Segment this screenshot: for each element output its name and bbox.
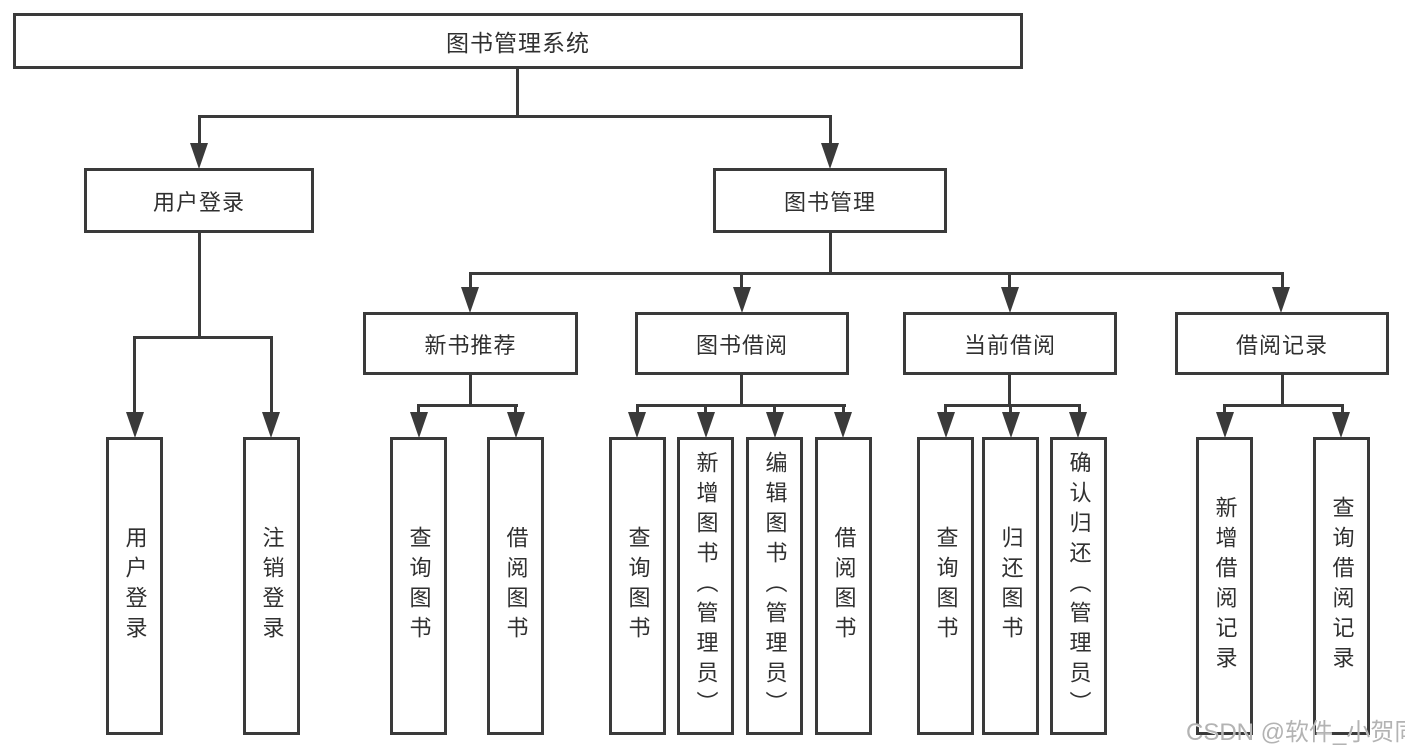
connector-bookmgmt-bar — [469, 272, 1284, 275]
node-label: 确认归还（管理员） — [1066, 451, 1092, 721]
csdn-watermark: CSDN @软件_小贺同学 — [1186, 719, 1405, 746]
arrow-down-icon — [1002, 412, 1020, 438]
arrow-down-icon — [262, 412, 280, 438]
leaf-confirm-return-admin: 确认归还（管理员） — [1050, 437, 1107, 735]
node-label: 图书借阅 — [695, 332, 788, 358]
node-label: 借阅记录 — [1235, 332, 1328, 358]
connector-drop-new-books — [469, 272, 472, 290]
node-label: 注销登录 — [259, 526, 285, 646]
node-label: 借阅图书 — [503, 526, 529, 646]
connector-drop-book-borrow — [740, 272, 743, 290]
connector-drop-leaf — [133, 336, 136, 414]
arrow-down-icon — [1001, 287, 1019, 313]
connector-drop-current-borrow — [1008, 272, 1011, 290]
connector-drop-leaf — [773, 404, 776, 414]
connector-currentborrow-bar — [944, 404, 1081, 407]
connector-drop-leaf — [514, 404, 517, 414]
connector-drop-borrow-records — [1281, 272, 1284, 290]
node-label: 用户登录 — [152, 189, 245, 215]
node-book-management: 图书管理 — [713, 168, 947, 233]
connector-bookborrow-stem — [740, 375, 743, 407]
arrow-down-icon — [733, 287, 751, 313]
connector-userlogin-stem — [198, 233, 201, 339]
connector-root-bar — [198, 115, 832, 118]
leaf-add-borrow-record: 新增借阅记录 — [1196, 437, 1253, 735]
node-book-borrow: 图书借阅 — [635, 312, 849, 375]
node-label: 图书管理 — [783, 189, 876, 215]
connector-records-stem — [1281, 375, 1284, 407]
leaf-add-books-admin: 新增图书（管理员） — [677, 437, 734, 735]
node-label: 当前借阅 — [963, 332, 1056, 358]
leaf-return-books: 归还图书 — [982, 437, 1039, 735]
leaf-borrow-books-recommend: 借阅图书 — [487, 437, 544, 735]
node-new-book-recommend: 新书推荐 — [363, 312, 578, 375]
connector-newbooks-bar — [417, 404, 518, 407]
node-label: 归还图书 — [998, 526, 1024, 646]
node-label: 用户登录 — [122, 526, 148, 646]
connector-drop-leaf — [842, 404, 845, 414]
leaf-edit-books-admin: 编辑图书（管理员） — [746, 437, 803, 735]
node-label: 查询图书 — [625, 526, 651, 646]
connector-drop-leaf — [1009, 404, 1012, 414]
arrow-down-icon — [190, 143, 208, 169]
arrow-down-icon — [834, 412, 852, 438]
connector-drop-leaf — [704, 404, 707, 414]
arrow-down-icon — [628, 412, 646, 438]
node-label: 新增图书（管理员） — [693, 451, 719, 721]
node-label: 图书管理系统 — [446, 30, 590, 56]
connector-bookborrow-bar — [636, 404, 846, 407]
leaf-logout: 注销登录 — [243, 437, 300, 735]
arrow-down-icon — [821, 143, 839, 169]
node-label: 新书推荐 — [424, 332, 517, 358]
arrow-down-icon — [937, 412, 955, 438]
arrow-down-icon — [1332, 412, 1350, 438]
arrow-down-icon — [766, 412, 784, 438]
arrow-down-icon — [1272, 287, 1290, 313]
node-library-system: 图书管理系统 — [13, 13, 1023, 69]
connector-records-bar — [1223, 404, 1344, 407]
node-label: 查询图书 — [933, 526, 959, 646]
connector-drop-user-login — [198, 115, 201, 145]
leaf-query-books-recommend: 查询图书 — [390, 437, 447, 735]
connector-drop-leaf — [270, 336, 273, 414]
leaf-user-login: 用户登录 — [106, 437, 163, 735]
node-label: 查询借阅记录 — [1329, 496, 1355, 676]
arrow-down-icon — [507, 412, 525, 438]
connector-newbooks-stem — [469, 375, 472, 407]
arrow-down-icon — [410, 412, 428, 438]
connector-userlogin-bar — [133, 336, 273, 339]
arrow-down-icon — [461, 287, 479, 313]
connector-bookmgmt-stem — [829, 233, 832, 275]
leaf-query-borrow-record: 查询借阅记录 — [1313, 437, 1370, 735]
arrow-down-icon — [1216, 412, 1234, 438]
node-borrow-records: 借阅记录 — [1175, 312, 1389, 375]
arrow-down-icon — [697, 412, 715, 438]
arrow-down-icon — [126, 412, 144, 438]
node-user-login: 用户登录 — [84, 168, 314, 233]
node-label: 查询图书 — [406, 526, 432, 646]
node-current-borrow: 当前借阅 — [903, 312, 1117, 375]
connector-drop-leaf — [1223, 404, 1226, 414]
leaf-borrow-books: 借阅图书 — [815, 437, 872, 735]
connector-drop-leaf — [1341, 404, 1344, 414]
node-label: 编辑图书（管理员） — [762, 451, 788, 721]
arrow-down-icon — [1069, 412, 1087, 438]
connector-currentborrow-stem — [1008, 375, 1011, 407]
connector-root-stem — [516, 68, 519, 118]
leaf-query-books: 查询图书 — [609, 437, 666, 735]
node-label: 新增借阅记录 — [1212, 496, 1238, 676]
connector-drop-leaf — [417, 404, 420, 414]
connector-drop-leaf — [944, 404, 947, 414]
node-label: 借阅图书 — [831, 526, 857, 646]
leaf-query-books-current: 查询图书 — [917, 437, 974, 735]
connector-drop-book-mgmt — [829, 115, 832, 145]
connector-drop-leaf — [636, 404, 639, 414]
connector-drop-leaf — [1078, 404, 1081, 414]
